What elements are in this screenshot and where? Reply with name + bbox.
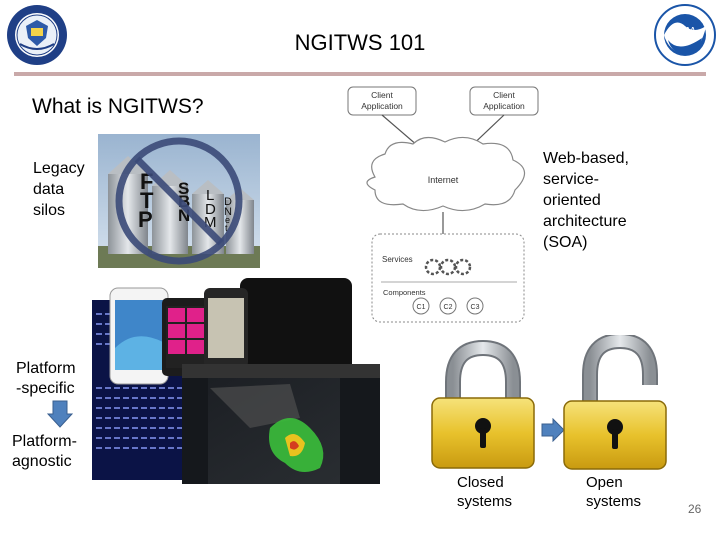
prohibit-slash-icon [134,156,224,246]
platform-agnostic-label: Platform- agnostic [12,432,77,472]
component-c1 [412,297,430,315]
legacy-line-2: data [33,181,65,198]
soa-diagram: Client Application Client Application In… [347,86,539,323]
component-c3-label: C3 [471,304,480,311]
soa-line-1: Web-based, [543,150,629,167]
silo-group [108,156,254,254]
title-divider [14,72,706,76]
open-line-2: systems [586,493,642,510]
open-lock-icon [563,335,667,470]
closed-line-2: systems [457,493,513,510]
silo-label-n2: N [224,206,232,218]
client-app-left-line-2: Application [361,101,403,111]
svg-text:NOAA: NOAA [675,27,696,34]
platform-specific-label: Platform -specific [16,359,76,399]
client-app-right-line-1: Client [493,90,515,100]
right-arrow-icon [541,418,565,442]
silo-label-t2: t [225,223,228,233]
internet-label: Internet [428,175,459,185]
soa-line-4: architecture [543,213,627,230]
platform-specific-line-2: -specific [16,380,75,397]
commerce-seal-logo [7,5,67,65]
services-label: Services [382,255,413,264]
legacy-line-3: silos [33,202,66,219]
silo-label-e: e [225,215,230,225]
platform-agnostic-line-2: agnostic [12,453,72,470]
component-c1-label: C1 [417,304,426,311]
components-label: Components [383,288,426,297]
component-c2-label: C2 [444,304,453,311]
soa-label: Web-based, service- oriented architectur… [543,148,629,253]
component-c3 [466,297,484,315]
soa-line-5: (SOA) [543,234,588,251]
closed-systems-label: Closed systems [457,473,512,511]
open-line-1: Open [586,474,623,491]
question-heading: What is NGITWS? [32,95,204,118]
noaa-logo: NOAA [654,4,716,66]
silo-label-s: S [178,179,189,198]
platform-agnostic-line-1: Platform- [12,433,77,450]
client-app-left-line-1: Client [371,90,393,100]
soa-line-3: oriented [543,192,601,209]
tablet-device [240,278,352,378]
down-arrow-icon [47,400,73,428]
internet-cloud [366,136,526,212]
client-app-right-line-2: Application [483,101,525,111]
silo-label-l: L [206,187,214,204]
services-container [371,233,525,323]
devices-collage-image [92,278,380,484]
open-systems-label: Open systems [586,473,641,511]
prohibit-circle-icon [115,137,243,265]
page-number: 26 [688,502,702,516]
silo-label-d: D [205,201,216,218]
silo-label-d2: D [224,196,232,208]
platform-specific-line-1: Platform [16,360,76,377]
silos-prohibited-image: F T P S B N L D M D N e t [98,134,260,268]
slide-title: NGITWS 101 [294,30,426,55]
silo-label-t: T [140,188,154,213]
gears-icon [424,258,472,276]
silo-label-p: P [138,207,153,232]
legacy-silos-label: Legacy data silos [33,158,85,221]
closed-line-1: Closed [457,474,504,491]
legacy-line-1: Legacy [33,160,85,177]
closed-lock-icon [431,340,535,469]
soa-line-2: service- [543,171,600,188]
component-c2 [439,297,457,315]
